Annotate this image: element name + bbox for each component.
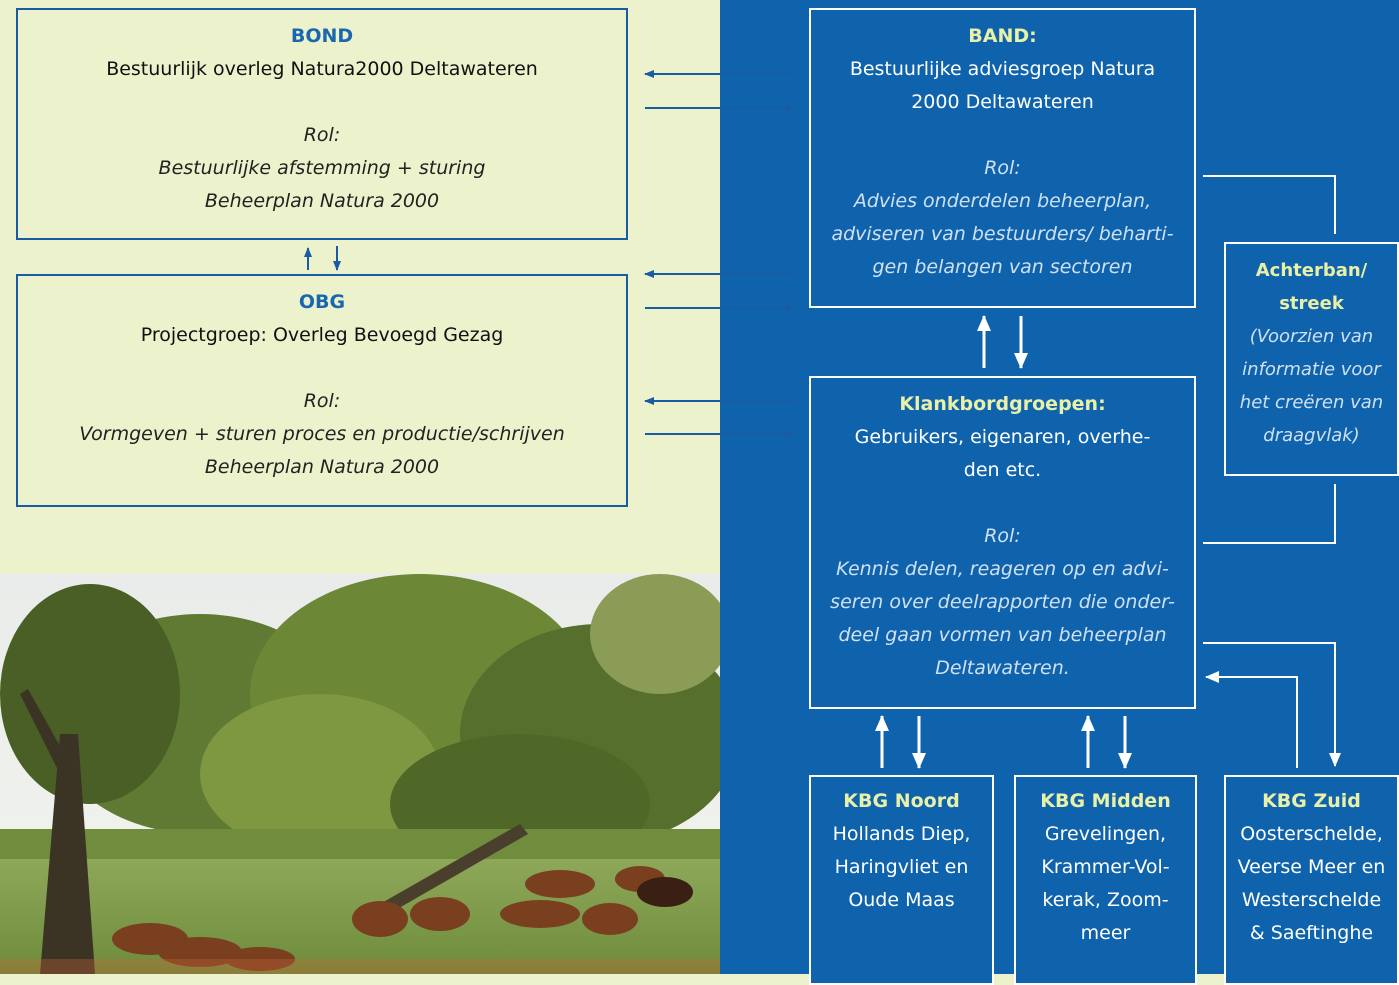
kbg-zuid-line: Veerse Meer en [1237, 856, 1386, 878]
bond-name: Bestuurlijk overleg Natura2000 Deltawate… [106, 58, 538, 80]
achterban-desc-line: draagvlak) [1263, 425, 1360, 446]
band-rol-line: adviseren van bestuurders/ beharti- [831, 223, 1174, 245]
achterban-title-line: streek [1279, 293, 1344, 314]
kbg-noord-box: KBG Noord Hollands Diep, Haringvliet en … [809, 775, 994, 985]
obg-rol-line: Beheerplan Natura 2000 [204, 456, 440, 478]
klankbord-rol-label: Rol: [984, 525, 1021, 547]
kbg-midden-box: KBG Midden Grevelingen, Krammer-Vol- ker… [1014, 775, 1197, 985]
kbg-zuid-line: & Saeftinghe [1249, 922, 1374, 944]
kbg-midden-line: meer [1080, 922, 1131, 944]
klankbord-rol-line: Kennis delen, reageren op en advi- [836, 558, 1169, 580]
kbg-zuid-line: Oosterschelde, [1240, 823, 1383, 845]
band-rol-line: gen belangen van sectoren [872, 256, 1133, 278]
obg-title: OBG [298, 291, 346, 313]
obg-box: OBG Projectgroep: Overleg Bevoegd Gezag … [16, 274, 628, 507]
kbg-noord-line: Haringvliet en [834, 856, 969, 878]
kbg-noord-title: KBG Noord [843, 790, 960, 812]
landscape-photo [0, 574, 720, 974]
bond-title: BOND [290, 25, 354, 47]
klankbord-rol-line: Deltawateren. [935, 657, 1070, 679]
bond-rol-line: Bestuurlijke afstemming + sturing [158, 157, 486, 179]
kbg-noord-line: Hollands Diep, [832, 823, 971, 845]
band-name-line: 2000 Deltawateren [911, 91, 1094, 113]
klankbord-name-line: Gebruikers, eigenaren, overhe- [854, 426, 1151, 448]
kbg-noord-line: Oude Maas [848, 889, 955, 911]
klankbord-title: Klankbordgroepen: [899, 393, 1106, 415]
kbg-midden-line: Grevelingen, [1044, 823, 1167, 845]
achterban-desc-line: het creëren van [1239, 392, 1384, 413]
band-title: BAND: [968, 25, 1037, 47]
klankbord-name-line: den etc. [963, 459, 1042, 481]
kbg-midden-line: kerak, Zoom- [1042, 889, 1169, 911]
band-rol-label: Rol: [984, 157, 1021, 179]
achterban-title-line: Achterban/ [1255, 260, 1368, 281]
bond-rol-label: Rol: [303, 124, 341, 146]
bond-box: BOND Bestuurlijk overleg Natura2000 Delt… [16, 8, 628, 240]
band-rol-line: Advies onderdelen beheerplan, [853, 190, 1152, 212]
achterban-desc-line: informatie voor [1242, 359, 1381, 380]
klankbord-box: Klankbordgroepen: Gebruikers, eigenaren,… [809, 376, 1196, 709]
obg-rol-line: Vormgeven + sturen proces en productie/s… [79, 423, 565, 445]
obg-name: Projectgroep: Overleg Bevoegd Gezag [140, 324, 504, 346]
kbg-midden-line: Krammer-Vol- [1041, 856, 1170, 878]
kbg-zuid-box: KBG Zuid Oosterschelde, Veerse Meer en W… [1224, 775, 1399, 985]
band-name-line: Bestuurlijke adviesgroep Natura [849, 58, 1156, 80]
achterban-box: Achterban/ streek (Voorzien van informat… [1224, 242, 1399, 476]
klankbord-rol-line: deel gaan vormen van beheerplan [838, 624, 1167, 646]
bond-rol-line: Beheerplan Natura 2000 [204, 190, 440, 212]
kbg-midden-title: KBG Midden [1040, 790, 1171, 812]
obg-rol-label: Rol: [303, 390, 341, 412]
kbg-zuid-line: Westerschelde [1241, 889, 1382, 911]
achterban-desc-line: (Voorzien van [1249, 326, 1374, 347]
band-box: BAND: Bestuurlijke adviesgroep Natura 20… [809, 8, 1196, 308]
landscape-photo-icon [0, 574, 720, 974]
kbg-zuid-title: KBG Zuid [1262, 790, 1361, 812]
klankbord-rol-line: seren over deelrapporten die onder- [830, 591, 1175, 613]
